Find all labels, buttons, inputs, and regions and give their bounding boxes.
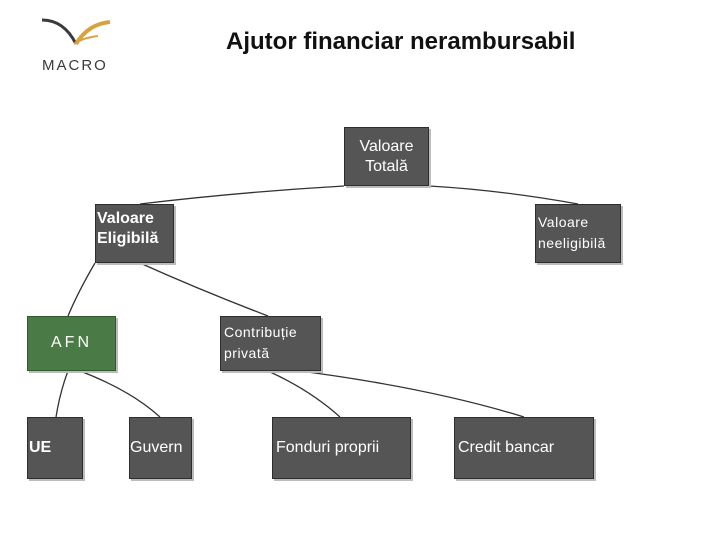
connector-eligibila-contributie [139,262,269,317]
connector-afn-guvern [79,370,161,418]
node-valoare-eligibila-line2: Eligibilă [97,230,159,247]
node-contributie-privata: Contribuție privată [220,316,321,371]
node-credit-bancar: Credit bancar [454,417,594,479]
page-title: Ajutor financiar nerambursabil [226,28,576,55]
node-fonduri-proprii-label: Fonduri proprii [276,439,380,456]
node-afn-label: AFN [51,334,92,351]
node-afn: AFN [27,316,116,371]
connector-eligibila-afn [67,262,96,317]
node-credit-bancar-label: Credit bancar [458,439,555,456]
node-valoare-eligibila: Valoare Eligibilă [95,204,174,263]
node-valoare-neeligibila: Valoare neeligibilă [535,204,621,263]
logo-text: MACRO [42,57,108,74]
node-ue: UE [27,417,83,479]
macro-logo: MACRO [38,14,120,73]
node-valoare-totala-line1: Valoare [359,138,414,155]
connector-contributie-credit [299,370,525,418]
connector-contributie-fonduri [267,370,341,418]
node-valoare-totala: Valoare Totală [344,127,429,186]
node-contributie-privata-line1: Contribuție [224,324,298,340]
node-fonduri-proprii: Fonduri proprii [272,417,411,479]
node-guvern: Guvern [129,417,192,479]
connector-total-eligibila [139,185,345,205]
macro-logo-mark [41,18,111,46]
node-valoare-eligibila-line1: Valoare [97,210,154,227]
node-valoare-totala-line2: Totală [365,158,408,175]
connector-total-neeligibila [428,185,579,205]
node-valoare-neeligibila-line1: Valoare [538,214,589,230]
connector-afn-ue [55,370,69,418]
node-valoare-neeligibila-line2: neeligibilă [538,235,606,251]
node-ue-label: UE [29,439,52,456]
node-contributie-privata-line2: privată [224,345,270,361]
node-guvern-label: Guvern [130,439,183,456]
